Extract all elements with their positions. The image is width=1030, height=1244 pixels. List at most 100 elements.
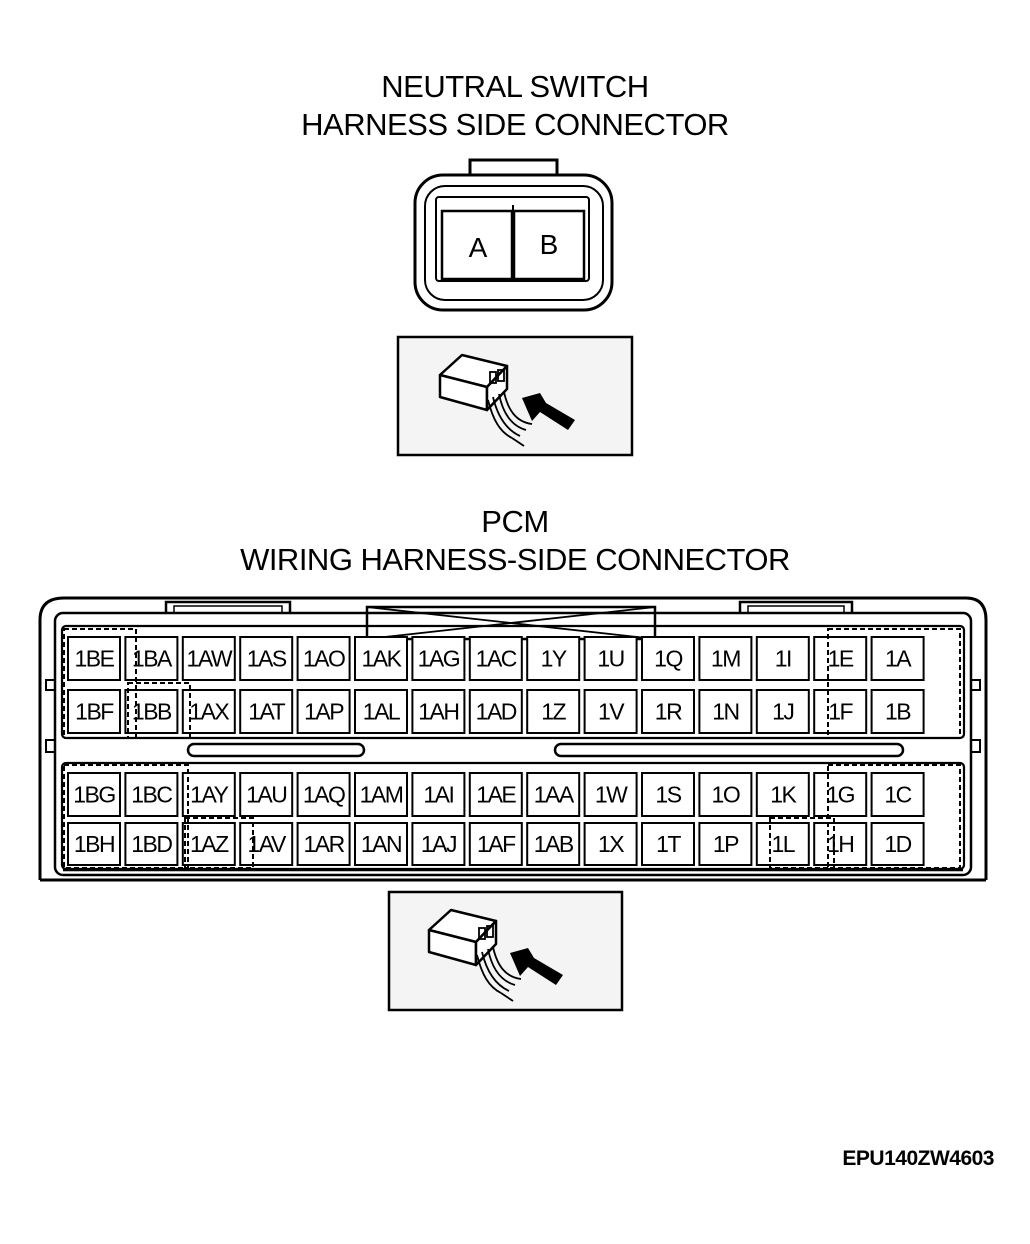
pin-cell bbox=[411, 636, 466, 681]
pin-label-1bg: 1BG bbox=[73, 782, 115, 808]
pin-label-1n: 1N bbox=[712, 699, 738, 725]
pin-cell bbox=[583, 772, 638, 817]
pin-label-1aj: 1AJ bbox=[421, 831, 456, 857]
pin-label-1an: 1AN bbox=[361, 831, 401, 857]
pin-cell bbox=[870, 772, 925, 817]
pin-label-1au: 1AU bbox=[246, 782, 286, 808]
pin-cell bbox=[67, 822, 121, 866]
pin-cell bbox=[181, 636, 236, 681]
pin-label-1ak: 1AK bbox=[362, 646, 403, 672]
pin-cell bbox=[813, 636, 868, 681]
pin-label-1l: 1L bbox=[772, 831, 796, 857]
pin-label-1aa: 1AA bbox=[534, 782, 575, 808]
pin-cell bbox=[526, 772, 581, 817]
pin-cell bbox=[526, 689, 581, 734]
pin-cell bbox=[239, 636, 294, 681]
pin-cell bbox=[583, 822, 638, 866]
pin-label-1f: 1F bbox=[828, 699, 853, 725]
pin-label-1al: 1AL bbox=[363, 699, 401, 725]
pin-cell bbox=[468, 689, 523, 734]
pcm-subtitle: WIRING HARNESS-SIDE CONNECTOR bbox=[240, 542, 790, 577]
pin-label-1be: 1BE bbox=[75, 646, 115, 672]
pin-label-1aw: 1AW bbox=[187, 646, 233, 672]
pin-label-1ba: 1BA bbox=[132, 646, 173, 672]
pin-label-1o: 1O bbox=[712, 782, 740, 808]
pin-cell bbox=[698, 822, 753, 866]
pin-cell bbox=[641, 822, 695, 866]
pin-label-1as: 1AS bbox=[247, 646, 287, 672]
pin-cell bbox=[124, 689, 179, 734]
pin-cell bbox=[354, 772, 408, 817]
pin-label-1ai: 1AI bbox=[423, 782, 453, 808]
neutral-switch-connector bbox=[413, 158, 614, 312]
pin-cell bbox=[67, 772, 121, 817]
pin-cell bbox=[296, 822, 351, 866]
pin-label-1g: 1G bbox=[826, 782, 854, 808]
pin-label-1ae: 1AE bbox=[476, 782, 516, 808]
pin-label-1az: 1AZ bbox=[190, 831, 229, 857]
neutral-switch-subtitle: HARNESS SIDE CONNECTOR bbox=[301, 107, 729, 142]
pin-cell bbox=[411, 822, 466, 866]
pin-label-1r: 1R bbox=[655, 699, 682, 725]
pin-label-1ax: 1AX bbox=[189, 699, 229, 725]
connector-view-icon bbox=[387, 890, 624, 1012]
pin-label-1ao: 1AO bbox=[303, 646, 345, 672]
arrow-icon bbox=[510, 948, 563, 985]
pin-group-outlines bbox=[63, 628, 961, 869]
pin-cell bbox=[124, 772, 179, 817]
pin-cell bbox=[181, 822, 236, 866]
pin-cell bbox=[755, 822, 810, 866]
pin-cell bbox=[813, 689, 868, 734]
pin-label-1w: 1W bbox=[595, 782, 628, 808]
pin-label-1bc: 1BC bbox=[131, 782, 172, 808]
pin-label-1bd: 1BD bbox=[131, 831, 172, 857]
pin-label-1bf: 1BF bbox=[75, 699, 114, 725]
pin-cell bbox=[641, 772, 695, 817]
pin-label-1e: 1E bbox=[828, 646, 854, 672]
pin-label-1k: 1K bbox=[770, 782, 797, 808]
pin-label-1c: 1C bbox=[884, 782, 911, 808]
pin-cell bbox=[755, 636, 810, 681]
pin-label-1av: 1AV bbox=[248, 831, 287, 857]
pin-cell bbox=[468, 636, 523, 681]
figure-code: EPU140ZW4603 bbox=[842, 1147, 994, 1170]
pin-label-1t: 1T bbox=[656, 831, 681, 857]
pin-cell bbox=[526, 822, 581, 866]
neutral-switch-title: NEUTRAL SWITCH bbox=[381, 69, 649, 104]
pin-label-1m: 1M bbox=[711, 646, 740, 672]
pin-cell bbox=[468, 822, 523, 866]
pin-label-1at: 1AT bbox=[248, 699, 285, 725]
pin-label-1ab: 1AB bbox=[534, 831, 574, 857]
pin-cell bbox=[698, 636, 753, 681]
pin-label-1z: 1Z bbox=[541, 699, 566, 725]
pin-label-1aq: 1AQ bbox=[303, 782, 345, 808]
pin-label-1x: 1X bbox=[598, 831, 624, 857]
pin-cell bbox=[296, 772, 351, 817]
pin-label-1p: 1P bbox=[713, 831, 739, 857]
pin-cell bbox=[67, 636, 121, 681]
pin-label-1bb: 1BB bbox=[132, 699, 172, 725]
pin-cell bbox=[813, 822, 868, 866]
pin-cell bbox=[813, 772, 868, 817]
pin-cell bbox=[239, 772, 294, 817]
pin-label-1ah: 1AH bbox=[418, 699, 458, 725]
pin-cell bbox=[181, 772, 236, 817]
pin-cell bbox=[698, 689, 753, 734]
pin-label-1a: 1A bbox=[885, 646, 912, 672]
pin-cell bbox=[411, 689, 466, 734]
pin-cell bbox=[468, 772, 523, 817]
terminal-a-label: A bbox=[469, 232, 488, 263]
pin-cell bbox=[698, 772, 753, 817]
pin-label-1v: 1V bbox=[598, 699, 625, 725]
pin-label-1d: 1D bbox=[884, 831, 911, 857]
pin-cell bbox=[296, 689, 351, 734]
pin-cell bbox=[641, 689, 695, 734]
pcm-title: PCM bbox=[481, 504, 549, 539]
pin-label-1ay: 1AY bbox=[190, 782, 228, 808]
pin-label-1ag: 1AG bbox=[418, 646, 460, 672]
pin-label-1ar: 1AR bbox=[303, 831, 344, 857]
pin-cell bbox=[239, 689, 294, 734]
pin-cell bbox=[583, 636, 638, 681]
